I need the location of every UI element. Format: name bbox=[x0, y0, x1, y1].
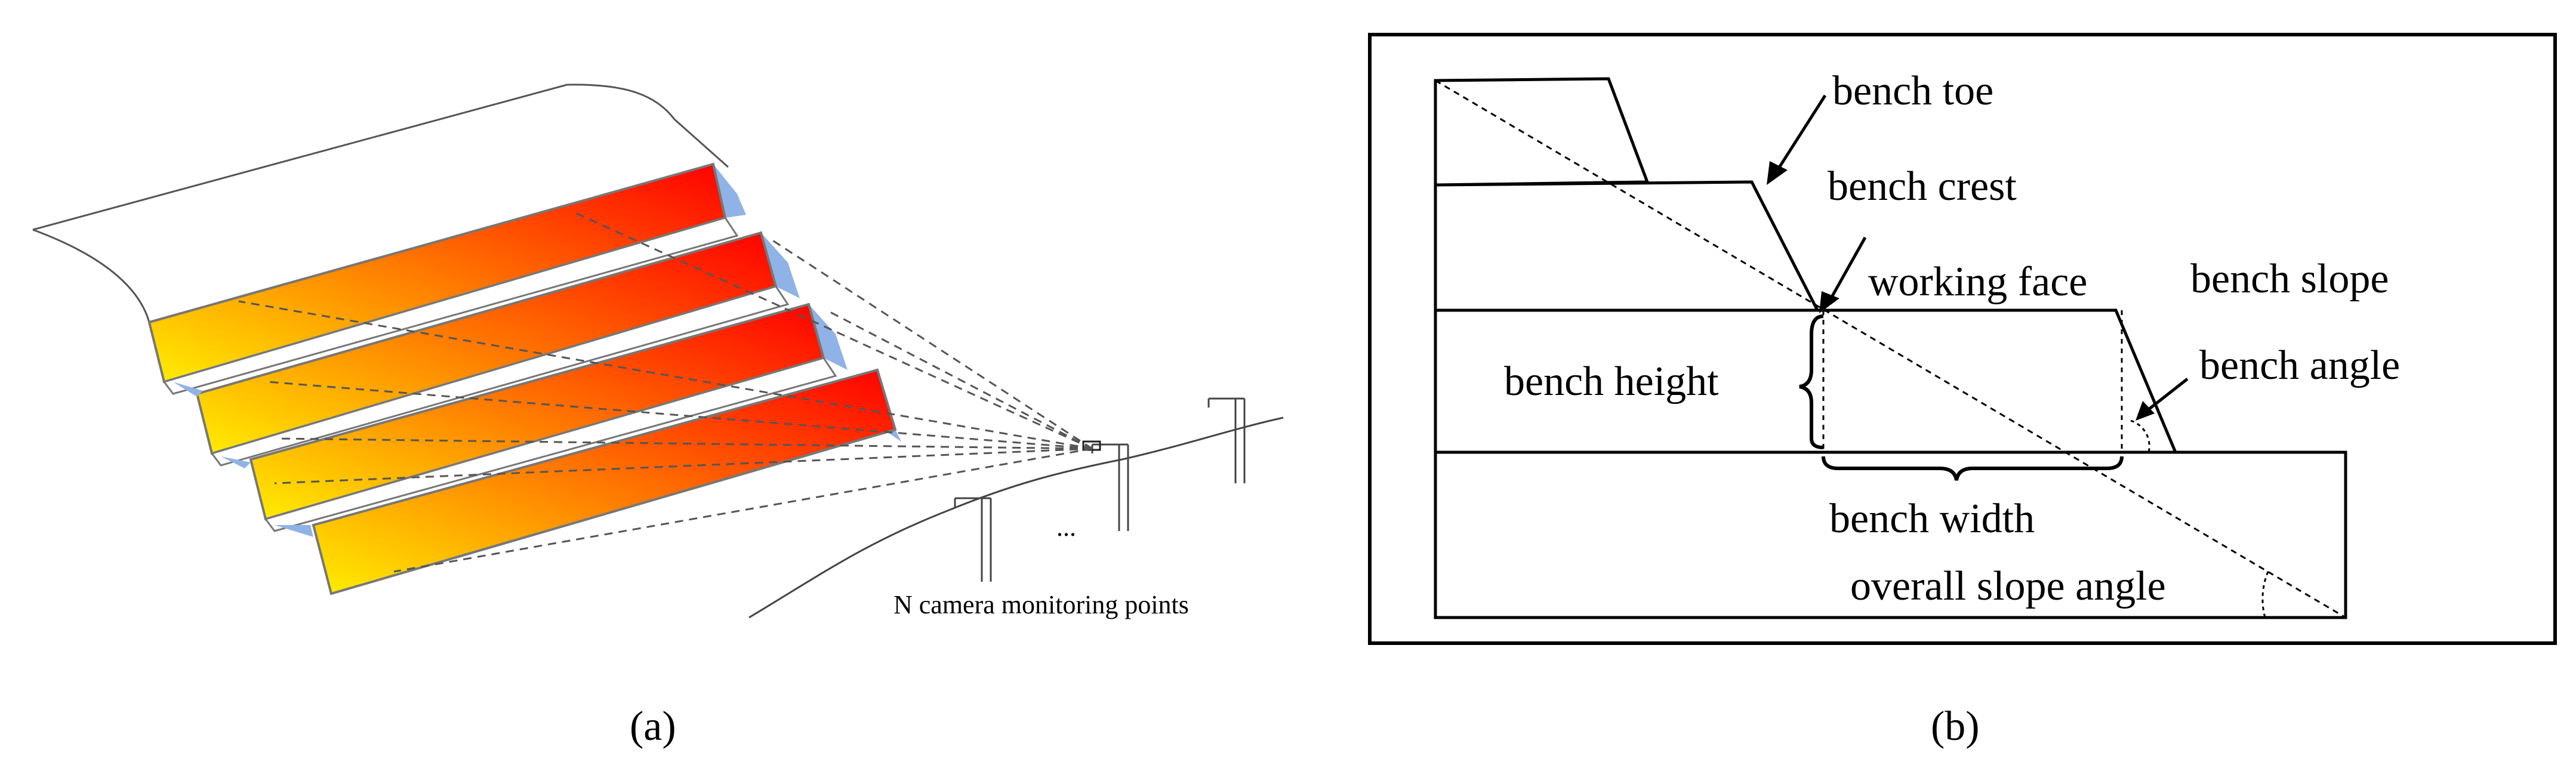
caption-a: (a) bbox=[630, 703, 676, 749]
bench-1-tread bbox=[162, 217, 739, 395]
terrain-left-edge bbox=[32, 229, 150, 323]
label-working-face: working face bbox=[1868, 259, 2087, 305]
bench-left-wedge-2 bbox=[221, 456, 251, 468]
overall-slope-line bbox=[1435, 79, 2346, 619]
sight-lines bbox=[238, 211, 1093, 573]
terrain-outline bbox=[32, 84, 729, 231]
bench-crest-arrow bbox=[1819, 236, 1867, 313]
bench-3-side bbox=[809, 304, 848, 370]
camera-pole-2 bbox=[1091, 443, 1129, 531]
bench-profile bbox=[1434, 77, 2347, 619]
camera-pole-1 bbox=[954, 497, 992, 582]
camera-pole-3 bbox=[1207, 397, 1246, 483]
ellipsis-label: ... bbox=[1056, 513, 1076, 542]
panel-b: bench toe bench crest working face bench… bbox=[1368, 33, 2557, 749]
label-bench-angle: bench angle bbox=[2199, 342, 2400, 388]
label-bench-crest: bench crest bbox=[1828, 163, 2017, 209]
label-bench-width: bench width bbox=[1829, 496, 2035, 542]
caption-b: (b) bbox=[1931, 703, 1980, 749]
label-bench-height: bench height bbox=[1504, 359, 1719, 405]
bench-angle-arc bbox=[2130, 419, 2150, 453]
camera-points-label: N camera monitoring points bbox=[893, 590, 1189, 619]
bench-angle-arrow bbox=[2136, 378, 2189, 421]
overall-slope-angle-arc bbox=[2261, 571, 2269, 618]
bench-width-brace bbox=[1822, 456, 2124, 481]
ground-line bbox=[748, 416, 1284, 619]
bench-left-wedge-1 bbox=[173, 382, 203, 397]
bench-3-tread bbox=[264, 357, 837, 532]
bench-1 bbox=[147, 162, 746, 395]
label-overall-slope-angle: overall slope angle bbox=[1850, 563, 2166, 609]
label-bench-toe: bench toe bbox=[1832, 68, 1993, 114]
bench-height-brace bbox=[1799, 314, 1824, 449]
panel-b-frame bbox=[1368, 33, 2557, 645]
bench-3 bbox=[249, 303, 848, 532]
bench-toe-arrow bbox=[1767, 94, 1827, 185]
bench-4-face bbox=[312, 368, 897, 595]
bench-left-wedge-3 bbox=[275, 525, 313, 537]
bench-2 bbox=[195, 231, 800, 467]
panel-a: ... N camera monitoring points (a) bbox=[32, 84, 1284, 749]
camera-icon bbox=[1082, 440, 1101, 451]
bench-4 bbox=[312, 368, 901, 595]
label-bench-slope: bench slope bbox=[2190, 256, 2389, 302]
bench-2-side bbox=[761, 233, 800, 298]
bench-1-side bbox=[713, 164, 746, 218]
bench-2-tread bbox=[210, 285, 790, 467]
